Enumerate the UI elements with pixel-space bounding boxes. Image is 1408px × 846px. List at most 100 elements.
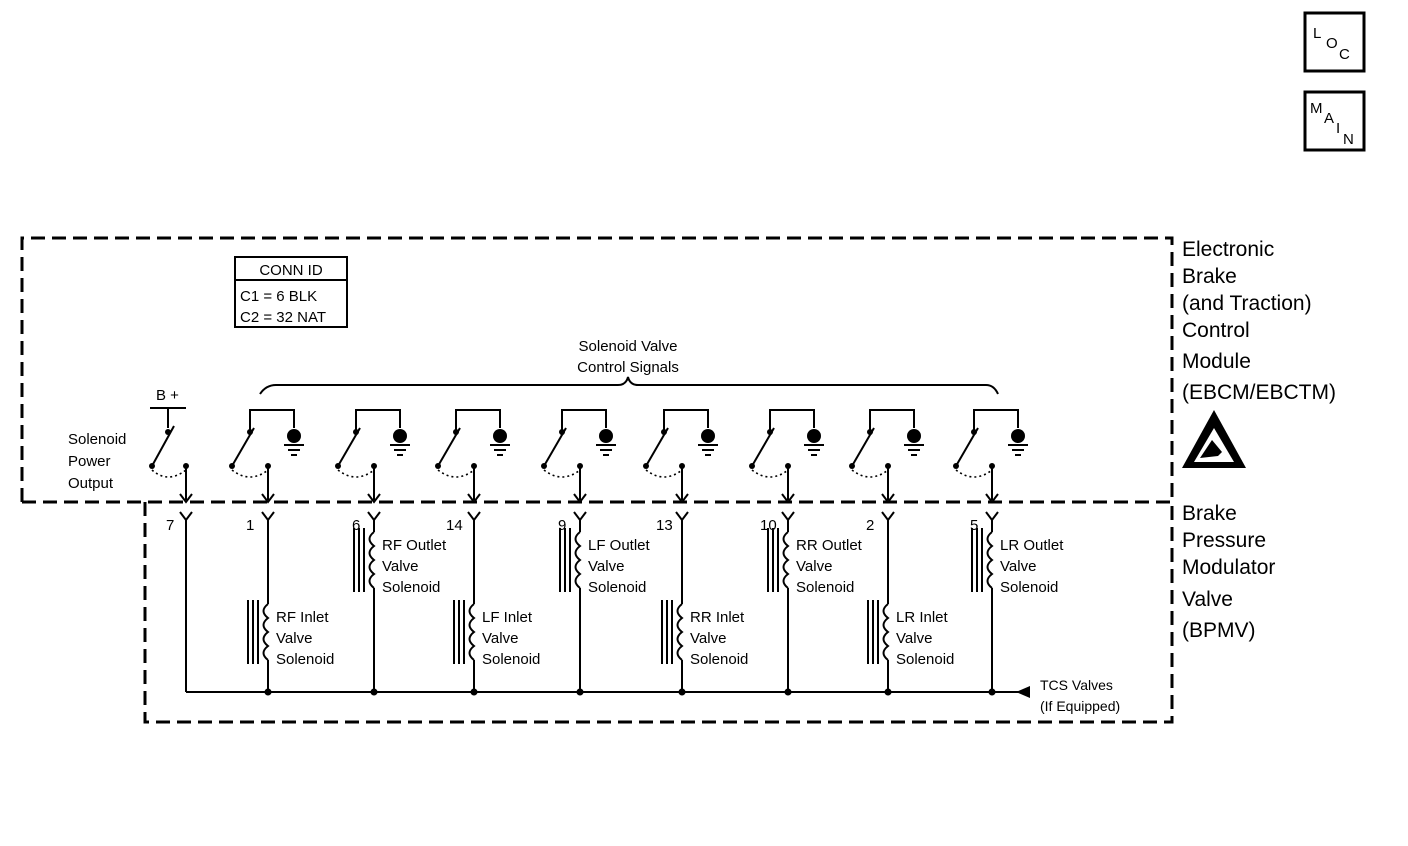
connector-pin: 9	[558, 511, 587, 534]
driver-switch	[849, 409, 924, 504]
solenoid-label: Solenoid	[690, 651, 748, 668]
main-button[interactable]: M A I N	[1303, 90, 1366, 152]
solenoid-label: RR Inlet	[690, 609, 745, 626]
svg-text:O: O	[1326, 35, 1338, 52]
junction-dot	[988, 688, 996, 696]
control-signals-label: Solenoid Valve Control Signals	[259, 338, 999, 395]
svg-text:L: L	[1313, 25, 1321, 42]
solenoid-label: Solenoid	[896, 651, 954, 668]
svg-text:Modulator: Modulator	[1182, 556, 1275, 579]
connector-pin: 1	[246, 511, 275, 534]
solenoid-label: Valve	[382, 558, 418, 575]
pin-number: 1	[246, 517, 254, 534]
solenoid-label: RF Outlet	[382, 537, 447, 554]
solenoid-label: Valve	[482, 630, 518, 647]
connector-pin: 2	[866, 511, 895, 534]
junction-dot	[576, 688, 584, 696]
svg-text:Brake: Brake	[1182, 265, 1237, 288]
svg-text:(EBCM/EBCTM): (EBCM/EBCTM)	[1182, 381, 1336, 404]
solenoid-label: Solenoid	[1000, 579, 1058, 596]
solenoid-label: Solenoid	[796, 579, 854, 596]
solenoid-label: LF Inlet	[482, 609, 533, 626]
coil	[262, 603, 270, 661]
svg-text:Solenoid: Solenoid	[68, 431, 126, 448]
coil	[882, 603, 890, 661]
svg-text:TCS Valves: TCS Valves	[1040, 677, 1113, 693]
junction-dot	[784, 688, 792, 696]
coil	[574, 531, 582, 589]
ground-symbol	[1011, 429, 1025, 443]
solenoid-label: RR Outlet	[796, 537, 863, 554]
solenoid-label: Valve	[276, 630, 312, 647]
svg-text:Control Signals: Control Signals	[577, 359, 679, 376]
solenoid-label: Solenoid	[382, 579, 440, 596]
connector-pin: 6	[352, 511, 381, 534]
solenoid-label: LF Outlet	[588, 537, 651, 554]
connector-pin: 13	[656, 511, 689, 534]
svg-text:Valve: Valve	[1182, 588, 1233, 611]
svg-text:Solenoid Valve: Solenoid Valve	[579, 338, 678, 355]
pin-number: 5	[970, 517, 978, 534]
common-bus: TCS Valves (If Equipped)	[186, 677, 1120, 714]
junction-dot	[370, 688, 378, 696]
junction-dot	[678, 688, 686, 696]
bpmv-label: Brake Pressure Modulator Valve (BPMV)	[1182, 502, 1275, 642]
solenoid-label: RF Inlet	[276, 609, 329, 626]
svg-text:Brake: Brake	[1182, 502, 1237, 525]
svg-text:(If Equipped): (If Equipped)	[1040, 698, 1120, 714]
svg-text:C: C	[1339, 46, 1350, 63]
pin-number: 14	[446, 517, 463, 534]
svg-text:Power: Power	[68, 453, 111, 470]
driver-switch	[229, 409, 304, 504]
svg-text:CONN ID: CONN ID	[259, 262, 323, 279]
power-switch: B + Solenoid Power Output	[68, 387, 193, 504]
svg-text:C1 = 6 BLK: C1 = 6 BLK	[240, 288, 317, 305]
svg-text:Control: Control	[1182, 319, 1250, 342]
ground-symbol	[807, 429, 821, 443]
coil	[986, 531, 994, 589]
ebcm-label: Electronic Brake (and Traction) Control …	[1182, 238, 1336, 404]
pin-number: 6	[352, 517, 360, 534]
svg-text:Module: Module	[1182, 350, 1251, 373]
connector-pin: 5	[970, 511, 999, 534]
coil	[368, 531, 376, 589]
loc-button[interactable]: L O C	[1303, 11, 1366, 73]
solenoid-label: LR Inlet	[896, 609, 949, 626]
svg-text:(and Traction): (and Traction)	[1182, 292, 1312, 315]
coil	[782, 531, 790, 589]
pin-number: 2	[866, 517, 874, 534]
ground-symbol	[907, 429, 921, 443]
connector-pin: 7	[166, 511, 193, 534]
ground-symbol	[493, 429, 507, 443]
svg-text:B +: B +	[156, 387, 179, 404]
ground-symbol	[393, 429, 407, 443]
coil	[468, 603, 476, 661]
pin-number: 7	[166, 517, 174, 534]
driver-switch	[541, 409, 616, 504]
junction-dot	[884, 688, 892, 696]
ground-symbol	[599, 429, 613, 443]
ground-symbol	[701, 429, 715, 443]
solenoid-label: Valve	[690, 630, 726, 647]
pin-number: 13	[656, 517, 673, 534]
solenoid-label: Valve	[1000, 558, 1036, 575]
driver-switches	[229, 409, 1028, 504]
driver-switch	[749, 409, 824, 504]
driver-switch	[335, 409, 410, 504]
driver-switch	[953, 409, 1028, 504]
esd-warning-icon	[1182, 410, 1246, 468]
svg-text:Pressure: Pressure	[1182, 529, 1266, 552]
svg-text:Electronic: Electronic	[1182, 238, 1274, 261]
solenoid-label: Valve	[896, 630, 932, 647]
driver-switch	[435, 409, 510, 504]
svg-text:C2 = 32 NAT: C2 = 32 NAT	[240, 309, 326, 326]
